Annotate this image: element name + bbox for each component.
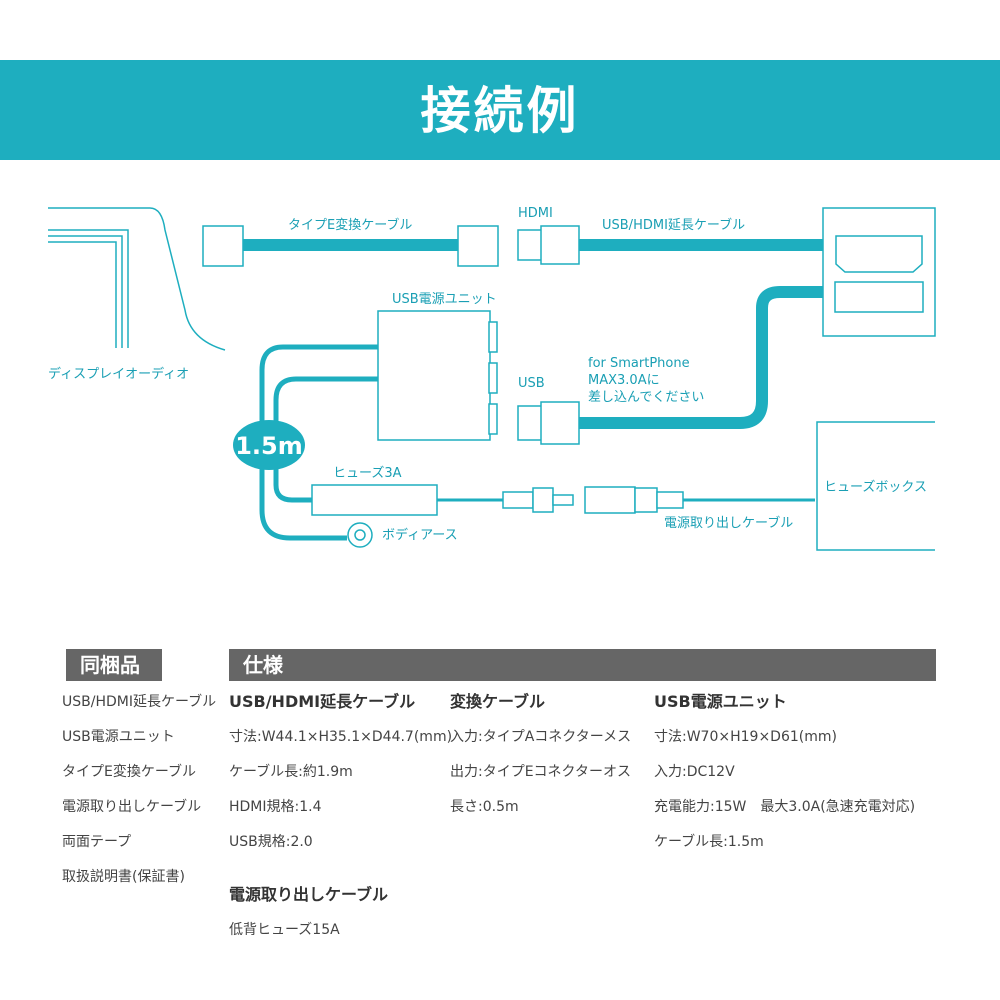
list-item: タイプE変換ケーブル [62,764,197,780]
usb-plug-body [540,401,580,445]
contents-heading: 同梱品 [66,649,162,681]
fuse-box [816,421,935,551]
usb-power-unit-port-2 [488,362,498,394]
spec-power-cable: 電源取り出しケーブル 低背ヒューズ15A [229,883,388,953]
length-badge [233,420,305,470]
hdmi-cable-line [578,239,823,251]
list-item: 両面テープ [62,834,132,850]
hdmi-port [835,235,923,273]
length-badge-text: 1.5m [235,432,303,460]
spec-row: 低背ヒューズ15A [229,922,340,938]
usb-port [834,281,924,313]
spec-row: 入力:DC12V [654,764,735,780]
spec-row: 寸法:W44.1×H35.1×D44.7(mm) [229,729,453,745]
title-banner [0,60,1000,160]
male-connector [502,487,574,513]
female-connector [584,486,684,514]
spec-conversion-cable: 変換ケーブル 入力:タイプAコネクターメス 出力:タイプEコネクターオス 長さ:… [450,690,631,830]
spec-row: HDMI規格:1.4 [229,799,322,815]
page-title: 接続例 [420,82,580,140]
smartphone-note-line1: for SmartPhone [588,356,690,371]
smartphone-note-line2: MAX3.0Aに [588,373,660,388]
usb-power-unit-port-1 [488,321,498,353]
fuse-holder [311,484,438,516]
usb-hdmi-cable-label: USB/HDMI延長ケーブル [602,218,746,233]
type-e-connector-right [457,225,499,267]
list-item: USB電源ユニット [62,729,175,745]
usb-power-unit-label: USB電源ユニット [392,292,497,307]
spec-usb-power-unit: USB電源ユニット 寸法:W70×H19×D61(mm) 入力:DC12V 充電… [654,690,915,865]
list-item: 電源取り出しケーブル [62,799,202,815]
spec-row: 寸法:W70×H19×D61(mm) [654,729,837,745]
usb-plug-tip [517,405,543,441]
usb-power-unit-port-3 [488,403,498,435]
body-earth-label: ボディアース [382,528,458,543]
spec-title: 変換ケーブル [450,692,546,711]
usb-power-unit-box [377,310,491,441]
spec-row: USB規格:2.0 [229,834,313,850]
spec-row: 長さ:0.5m [450,799,519,815]
power-cable-label: 電源取り出しケーブル [664,516,794,531]
spec-row: 充電能力:15W 最大3.0A(急速充電対応) [654,799,916,815]
hdmi-label: HDMI [518,206,553,221]
contents-list: USB/HDMI延長ケーブル USB電源ユニット タイプE変換ケーブル 電源取り… [62,690,216,900]
usb-cable-line [578,286,823,429]
fuse-box-label: ヒューズボックス [824,480,927,495]
display-audio-label: ディスプレイオーディオ [48,367,190,382]
display-audio-unit [48,207,226,351]
list-item: 取扱説明書(保証書) [62,869,185,885]
hdmi-plug-body [540,225,580,265]
smartphone-note-line3: 差し込んでください [588,390,705,405]
type-e-connector-left [202,225,244,267]
spec-row: ケーブル長:約1.9m [229,764,353,780]
hdmi-plug-tip [517,229,543,261]
type-e-cable-label: タイプE変換ケーブル [288,218,413,233]
usb-label: USB [518,376,545,391]
spec-usb-hdmi-cable: USB/HDMI延長ケーブル 寸法:W44.1×H35.1×D44.7(mm) … [229,690,452,865]
type-e-cable-line [242,239,458,251]
spec-row: 入力:タイプAコネクターメス [450,729,632,745]
spec-row: 出力:タイプEコネクターオス [450,764,632,780]
list-item: USB/HDMI延長ケーブル [62,694,217,710]
spec-title: USB電源ユニット [654,692,787,711]
connection-diagram: 1.5m [48,207,936,551]
spec-row: ケーブル長:1.5m [654,834,764,850]
spec-title: 電源取り出しケーブル [229,885,389,904]
fuse-label: ヒューズ3A [333,466,402,481]
spec-title: USB/HDMI延長ケーブル [229,692,416,711]
specs-heading: 仕様 [229,649,936,681]
